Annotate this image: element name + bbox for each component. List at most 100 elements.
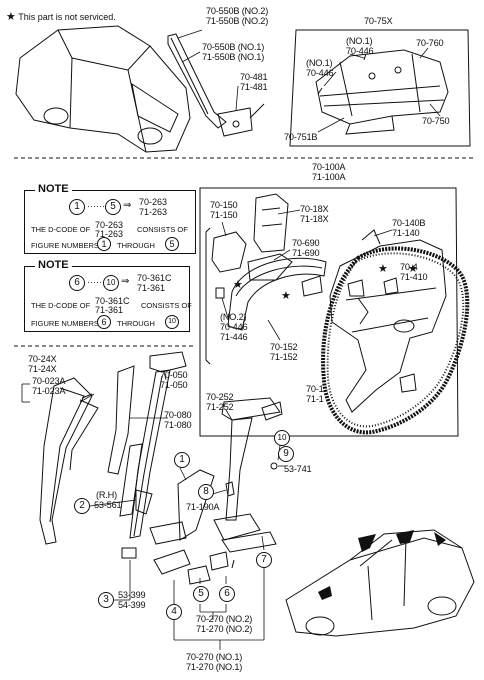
- part-label-53-741: 53-741: [284, 464, 312, 474]
- part-code: 70-252: [206, 392, 234, 402]
- circled-number: 6: [69, 275, 85, 291]
- note-line1-b: CONSISTS OF: [141, 301, 192, 310]
- part-code: 70-18X: [300, 204, 329, 214]
- part-label-70-080: 70-080 71-080: [164, 410, 192, 430]
- part-code: 71-050: [160, 380, 188, 390]
- part-label-70-023a: 70-023A 71-023A: [32, 376, 66, 396]
- part-code: 71-150: [210, 210, 238, 220]
- part-code: 71-152: [270, 352, 298, 362]
- part-code: 71-023A: [32, 386, 66, 396]
- part-note: (NO.1): [346, 36, 373, 46]
- part-note: (NO.1): [306, 58, 333, 68]
- part-code: 71-410: [400, 272, 428, 282]
- note-title: NOTE: [35, 259, 72, 271]
- part-label-70-550b-no1: 70-550B (NO.1) 71-550B (NO.1): [202, 42, 264, 62]
- part-code: 71-1: [306, 394, 324, 404]
- callout-6: 6: [219, 586, 235, 602]
- svg-text:★: ★: [233, 278, 243, 291]
- arrow-icon: ⇒: [123, 200, 132, 211]
- svg-text:★: ★: [408, 262, 418, 275]
- circled-number: 1: [69, 199, 85, 215]
- part-code: 71-446: [220, 332, 248, 342]
- part-label-70-18x: 70-18X 71-18X: [300, 204, 329, 224]
- part-code: 70-446: [220, 322, 248, 332]
- part-label-70-150: 70-150 71-150: [210, 200, 238, 220]
- part-code: 70-1: [306, 384, 324, 394]
- part-code: 71-481: [240, 82, 268, 92]
- part-label-71-190a: 71-190A: [186, 502, 220, 512]
- part-code: 70-446: [346, 46, 374, 56]
- part-code: 70-446: [306, 68, 334, 78]
- part-code: 70-4: [400, 262, 418, 272]
- note-line2-b: THROUGH: [117, 241, 155, 250]
- part-code: 71-140: [392, 228, 420, 238]
- part-label-no1: (NO.1) 70-446: [346, 36, 374, 56]
- part-code: 70-152: [270, 342, 298, 352]
- part-code: 71-263: [139, 207, 168, 217]
- d-code: 70-263 71-263: [95, 221, 123, 239]
- part-label-70-100a: 70-100A 71-100A: [312, 162, 346, 182]
- part-code: 71-080: [164, 420, 192, 430]
- callout-9: 9: [278, 446, 294, 462]
- note-line1-a: THE D-CODE OF: [31, 301, 91, 310]
- part-code: 70-023A: [32, 376, 66, 386]
- circled-number: 1: [97, 237, 111, 251]
- part-label-53-399: 53-399 54-399: [118, 590, 146, 610]
- callout-3: 3: [98, 592, 114, 608]
- part-code: 70-270 (NO.1): [186, 652, 243, 662]
- callout-10: 10: [274, 430, 290, 446]
- part-label-53-561: 53-561: [94, 500, 122, 510]
- part-code: 70-270 (NO.2): [196, 614, 253, 624]
- part-label-70-1: 70-1 71-1: [306, 384, 324, 404]
- part-label-70-446-no2: (NO.2) 70-446 71-446: [220, 312, 248, 342]
- part-code: 70-550B (NO.1): [202, 42, 265, 52]
- part-code: 53-399: [118, 590, 146, 600]
- svg-text:★: ★: [378, 262, 388, 275]
- part-code: 71-18X: [300, 214, 329, 224]
- part-label-70-690: 70-690 71-690: [292, 238, 320, 258]
- part-code: 70-690: [292, 238, 320, 248]
- note-line1-b: CONSISTS OF: [137, 225, 188, 234]
- callout-5: 5: [193, 586, 209, 602]
- part-label-70-550b-no2: 70-550B (NO.2) 71-550B (NO.2): [206, 6, 268, 26]
- note-box-2: NOTE 6 ······ 10 ⇒ 70-361C 71-361 THE D-…: [24, 259, 192, 332]
- callout-4: 4: [166, 604, 182, 620]
- part-label-70-24x: 70-24X 71-24X: [28, 354, 57, 374]
- callout-2: 2: [74, 498, 90, 514]
- dots: ······: [87, 277, 105, 287]
- note-line1-a: THE D-CODE OF: [31, 225, 91, 234]
- part-code: 71-550B (NO.2): [206, 16, 269, 26]
- star-icon: ★: [6, 11, 16, 23]
- part-code: 71-690: [292, 248, 320, 258]
- part-code: 71-361: [95, 305, 124, 315]
- part-label-70-270-no2: 70-270 (NO.2) 71-270 (NO.2): [196, 614, 252, 634]
- part-label-70-750: 70-750: [422, 116, 450, 126]
- circled-number: 10: [165, 315, 179, 329]
- part-label-70-050: 70-050 71-050: [160, 370, 188, 390]
- part-label-70-410: 70-4 71-410: [400, 262, 428, 282]
- d-code: 70-361C 71-361: [95, 297, 130, 315]
- note-box-1: NOTE 1 ······ 5 ⇒ 70-263 71-263 THE D-CO…: [24, 183, 196, 254]
- part-label-70-751b: 70-751B: [284, 132, 318, 142]
- part-code: 71-252: [206, 402, 234, 412]
- part-code: 70-150: [210, 200, 238, 210]
- arrow-icon: ⇒: [121, 276, 130, 287]
- part-code: 70-361C: [95, 296, 130, 306]
- note-title: NOTE: [35, 183, 72, 195]
- part-code: 54-399: [118, 600, 146, 610]
- part-label-70-152: 70-152 71-152: [270, 342, 298, 362]
- legend-not-serviced: ★ This part is not serviced.: [6, 10, 116, 23]
- part-label-70-270-no1: 70-270 (NO.1) 71-270 (NO.1): [186, 652, 242, 672]
- dots: ······: [87, 201, 105, 211]
- part-note: (NO.2): [220, 312, 247, 322]
- part-code: 70-24X: [28, 354, 57, 364]
- part-code: 70-361C: [137, 273, 172, 283]
- circled-number: 10: [103, 275, 119, 291]
- legend-text: This part is not serviced.: [18, 12, 116, 22]
- part-code: 70-481: [240, 72, 268, 82]
- part-code: 70-100A: [312, 162, 346, 172]
- part-label-70-760: 70-760: [416, 38, 444, 48]
- d-code: 70-263 71-263: [139, 197, 167, 217]
